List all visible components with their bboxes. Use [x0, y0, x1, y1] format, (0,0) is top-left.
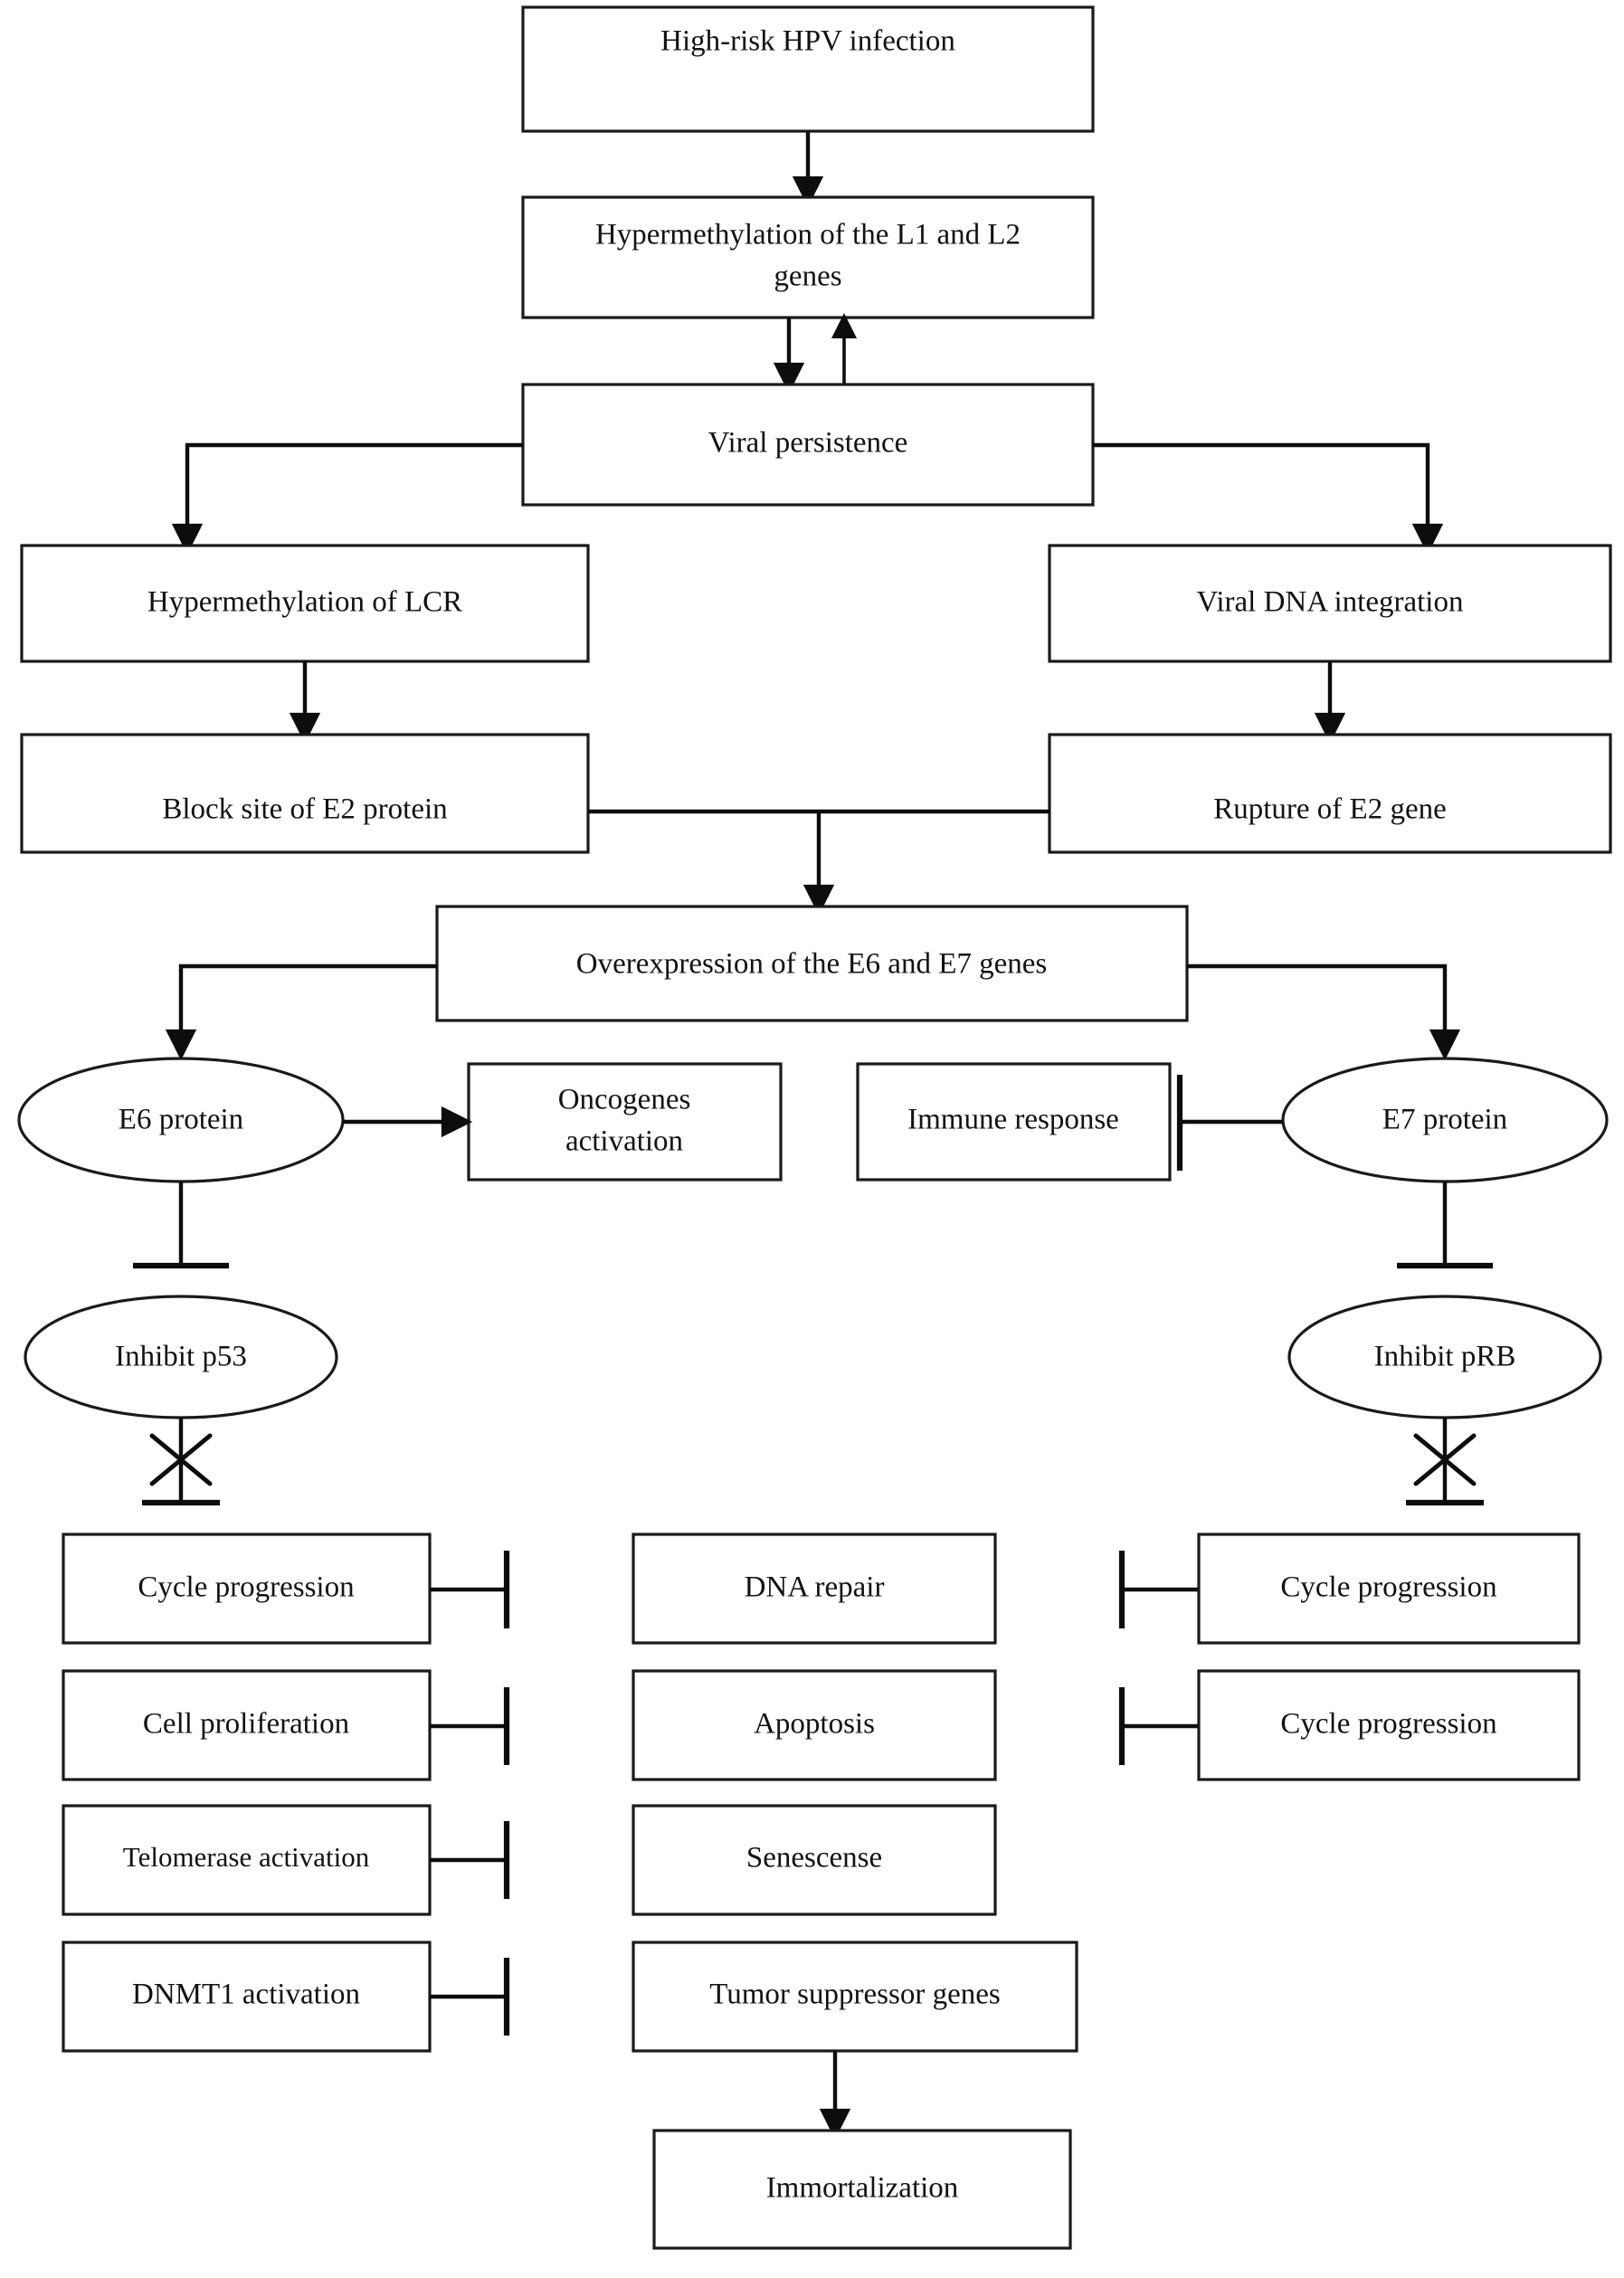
node-label-hypermethylation-l1l2-line2: genes — [774, 261, 841, 293]
edge-persistence-to-integration — [1093, 442, 1444, 555]
node-e6-protein: E6 protein — [17, 1057, 345, 1183]
node-hypermethylation-lcr: Hypermethylation of LCR — [20, 544, 590, 663]
node-block-e2-protein: Block site of E2 protein — [20, 733, 590, 854]
node-label-mid-senescense: Senescense — [746, 1842, 882, 1875]
node-left-telomerase-activation: Telomerase activation — [62, 1804, 432, 1916]
node-right-cycle-progression-1: Cycle progression — [1197, 1533, 1581, 1645]
node-viral-dna-integration: Viral DNA integration — [1048, 544, 1612, 663]
node-overexpression-e6e7: Overexpression of the E6 and E7 genes — [435, 905, 1189, 1022]
node-mid-apoptosis: Apoptosis — [632, 1669, 997, 1781]
node-immune-response: Immune response — [856, 1062, 1172, 1182]
node-left-cycle-progression: Cycle progression — [62, 1533, 432, 1645]
node-label-viral-persistence: Viral persistence — [708, 427, 908, 460]
node-label-hypermethylation-lcr: Hypermethylation of LCR — [147, 586, 462, 619]
edge-inhibit-p53-blocked-connector — [142, 1418, 220, 1506]
node-label-left-cycle-progression: Cycle progression — [138, 1571, 354, 1604]
node-label-immune-response: Immune response — [907, 1104, 1119, 1136]
node-mid-immortalization: Immortalization — [652, 2129, 1072, 2250]
node-inhibit-p53: Inhibit p53 — [24, 1295, 338, 1419]
node-inhibit-prb: Inhibit pRB — [1287, 1295, 1602, 1419]
node-label-left-dnmt1-activation: DNMT1 activation — [132, 1979, 360, 2011]
node-label-oncogenes-line2: activation — [565, 1125, 683, 1158]
edge-overexpression-to-e6 — [165, 963, 437, 1061]
node-label-mid-apoptosis: Apoptosis — [754, 1708, 875, 1741]
node-mid-tumor-suppressor-genes: Tumor suppressor genes — [632, 1941, 1078, 2053]
node-hpv-infection: High-risk HPV infection — [521, 5, 1095, 133]
node-label-oncogenes-line1: Oncogenes — [558, 1084, 691, 1116]
node-label-e6-protein: E6 protein — [119, 1104, 243, 1136]
node-label-viral-dna-integration: Viral DNA integration — [1197, 586, 1464, 619]
node-label-hypermethylation-l1l2-line1: Hypermethylation of the L1 and L2 — [595, 219, 1021, 252]
node-e7-protein: E7 protein — [1281, 1057, 1609, 1183]
node-label-e7-protein: E7 protein — [1382, 1104, 1507, 1136]
node-label-inhibit-prb: Inhibit pRB — [1374, 1341, 1516, 1373]
node-label-block-e2-protein: Block site of E2 protein — [162, 793, 447, 826]
node-label-left-telomerase-activation: Telomerase activation — [123, 1841, 370, 1873]
node-viral-persistence: Viral persistence — [521, 383, 1095, 507]
node-label-overexpression-e6e7: Overexpression of the E6 and E7 genes — [576, 948, 1048, 981]
node-rupture-e2-gene: Rupture of E2 gene — [1048, 733, 1612, 854]
node-label-mid-dna-repair: DNA repair — [745, 1571, 885, 1604]
node-label-right-cycle-progression-1: Cycle progression — [1280, 1571, 1496, 1604]
edge-persistence-to-lcr — [171, 442, 523, 555]
node-left-dnmt1-activation: DNMT1 activation — [62, 1941, 432, 2053]
node-label-mid-tumor-suppressor-genes: Tumor suppressor genes — [709, 1979, 1000, 2011]
edge-overexpression-to-e7 — [1187, 963, 1461, 1061]
node-oncogenes-activation: Oncogenes activation — [467, 1062, 783, 1182]
node-label-left-cell-proliferation: Cell proliferation — [143, 1708, 349, 1741]
node-mid-dna-repair: DNA repair — [632, 1533, 997, 1645]
node-label-right-cycle-progression-2: Cycle progression — [1280, 1708, 1496, 1741]
node-label-hpv-infection: High-risk HPV infection — [660, 25, 955, 58]
node-mid-senescense: Senescense — [632, 1804, 997, 1916]
node-label-inhibit-p53: Inhibit p53 — [115, 1341, 247, 1373]
node-label-rupture-e2-gene: Rupture of E2 gene — [1213, 793, 1447, 826]
node-hypermethylation-l1l2: Hypermethylation of the L1 and L2 genes — [521, 195, 1095, 319]
node-right-cycle-progression-2: Cycle progression — [1197, 1669, 1581, 1781]
edge-inhibit-prb-blocked-connector — [1406, 1418, 1484, 1506]
node-label-mid-immortalization: Immortalization — [766, 2172, 959, 2205]
node-left-cell-proliferation: Cell proliferation — [62, 1669, 432, 1781]
